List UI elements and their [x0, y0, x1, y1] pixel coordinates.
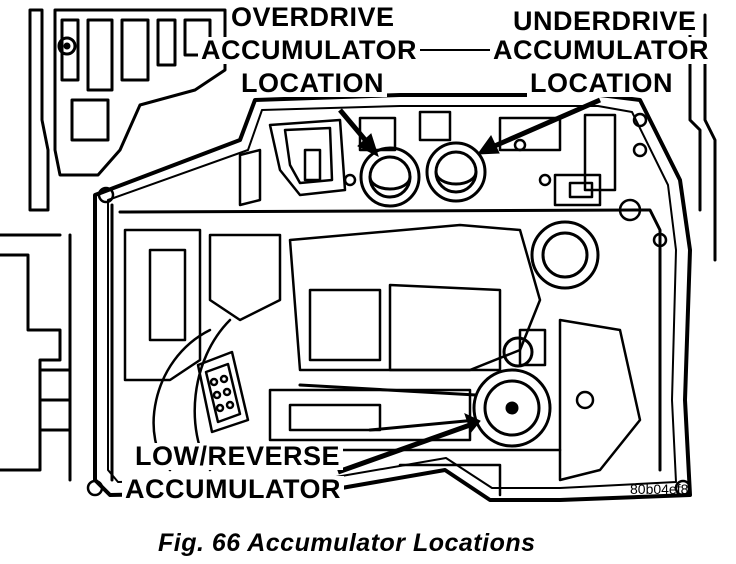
low-reverse-label-line1: LOW/REVERSE [132, 443, 344, 470]
underdrive-label-line1: UNDERDRIVE [510, 8, 700, 35]
underdrive-label-line2: ACCUMULATOR [490, 37, 712, 64]
overdrive-label-line2: ACCUMULATOR [198, 37, 420, 64]
low-reverse-accumulator [298, 368, 552, 448]
overdrive-label-line1: OVERDRIVE [228, 4, 398, 31]
low-reverse-label-line2: ACCUMULATOR [122, 476, 344, 503]
image-code: 80b04ef8 [630, 481, 689, 497]
right-bore [530, 220, 600, 290]
underdrive-label-line3: LOCATION [527, 70, 676, 97]
overdrive-arrowhead [357, 133, 379, 157]
underdrive-accumulator-bore [425, 141, 487, 203]
underdrive-arrowhead [476, 135, 500, 155]
underdrive-arrow [489, 97, 601, 151]
solenoid-connector [196, 350, 250, 434]
figure-caption: Fig. 66 Accumulator Locations [158, 529, 536, 557]
case-bolt-top-left [57, 36, 77, 56]
transmission-case-lower [0, 233, 72, 482]
upper-passages [238, 110, 617, 207]
overdrive-accumulator-bore [359, 146, 421, 208]
leader-arrows [337, 97, 601, 475]
overdrive-label-line3: LOCATION [238, 70, 387, 97]
low-reverse-arrow [337, 422, 471, 475]
low-reverse-arrowhead [464, 413, 481, 434]
